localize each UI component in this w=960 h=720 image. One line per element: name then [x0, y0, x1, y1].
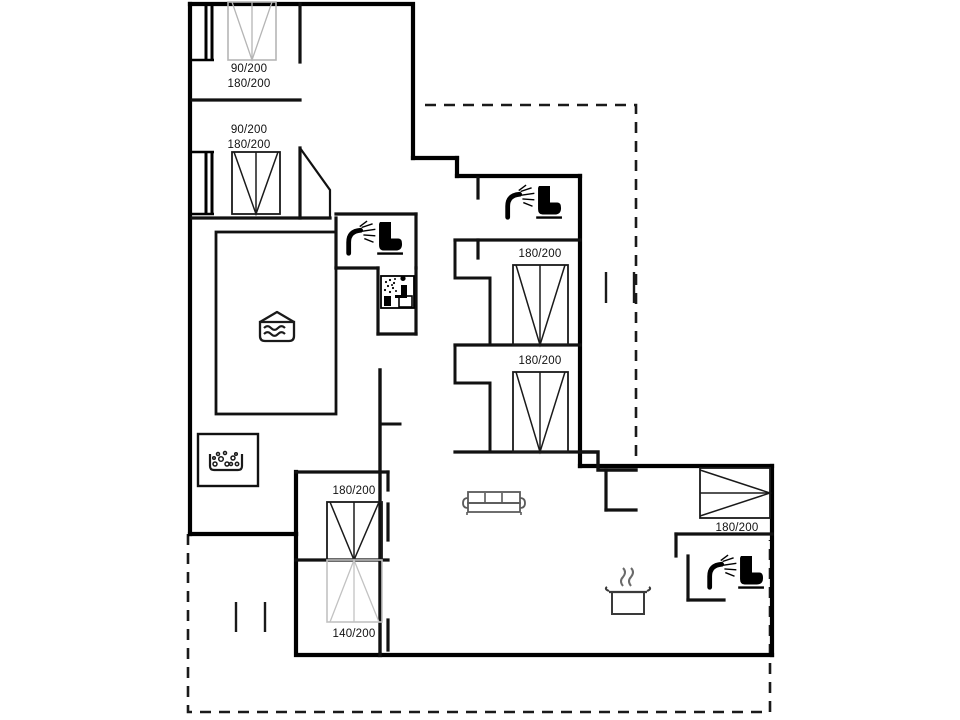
shower-toilet-icon: [505, 184, 562, 220]
bed-dimension-label: 180/200: [519, 355, 562, 367]
interior-walls: [190, 2, 774, 657]
sauna-icon: [380, 275, 415, 309]
bed-dimension-label: 180/200: [519, 248, 562, 260]
bed-symbol: [512, 371, 569, 455]
bed-symbol: [699, 467, 773, 519]
cooking-pot-icon: [604, 567, 652, 615]
window-symbols: [192, 4, 214, 216]
terrace-rail-ticks: [234, 272, 636, 632]
bed-dimension-label: 90/200: [231, 124, 267, 136]
bed-dimension-label: 180/200: [228, 139, 271, 151]
bed-dimension-label: 180/200: [228, 78, 271, 90]
bed-symbol: [512, 264, 569, 348]
bed-dimension-label: 180/200: [333, 485, 376, 497]
shower-toilet-icon: [707, 554, 764, 590]
bed-dimension-label: 180/200: [716, 522, 759, 534]
shower-toilet-icon: [346, 220, 403, 256]
sofa-icon: [462, 491, 526, 515]
whirlpool-room-outline: [196, 432, 260, 488]
bed-symbol: [326, 558, 383, 623]
pool-room-outline: [214, 230, 338, 416]
bed-dimension-label: 90/200: [231, 63, 267, 75]
bed-symbol: [231, 151, 281, 217]
whirlpool-icon: [208, 450, 244, 472]
exterior-walls: [187, 1, 775, 658]
bed-symbol: [227, 1, 277, 62]
bed-dimension-label: 140/200: [333, 628, 376, 640]
swimming-pool-icon: [258, 310, 296, 343]
